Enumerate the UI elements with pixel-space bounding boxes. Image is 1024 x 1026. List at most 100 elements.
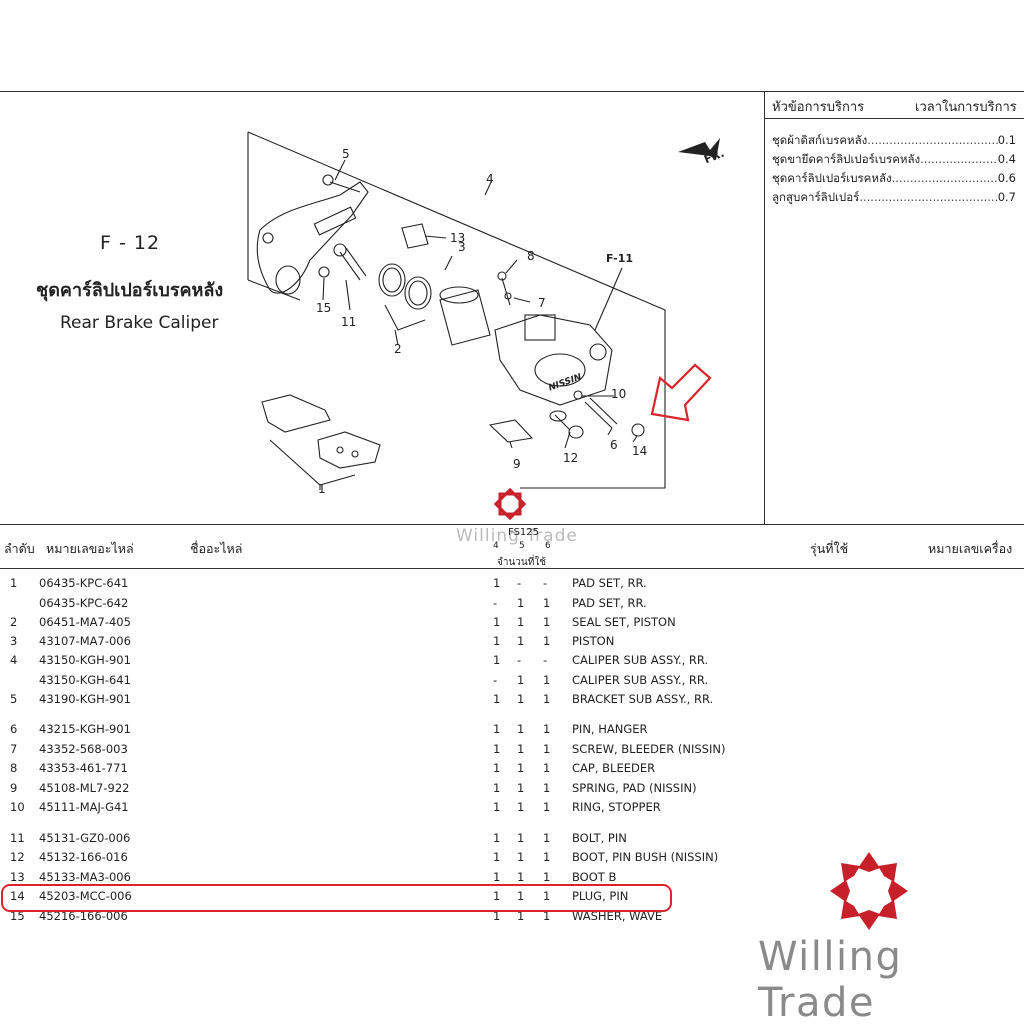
callout-9: 9 [513,457,521,471]
callout-2: 2 [394,342,402,356]
diagram-bottom-border [0,524,1024,525]
row-qty-4: 1 [493,742,501,756]
exploded-parts-diagram [247,131,720,490]
service-header-rule [764,118,1024,119]
row-qty-4: 1 [493,576,501,590]
row-qty-6: 1 [543,889,551,903]
row-part-name-en: PAD SET, RR. [572,576,647,590]
row-qty-4: 1 [493,722,501,736]
row-qty-6: 1 [543,800,551,814]
table-row: 43150-KGH-641ชุดคาร์ลิปเปอร์เบรคหลัง-11C… [0,671,1024,690]
callout-6: 6 [610,438,618,452]
row-qty-6: 1 [543,761,551,775]
table-row: 343107-MA7-006ลูกสูบคาร์ลิปเปอร์111PISTO… [0,632,1024,651]
row-no: 8 [10,761,18,775]
col-no-header: ลำดับ [4,541,35,556]
row-qty-5: 1 [517,831,525,845]
row-part-name-en: SPRING, PAD (NISSIN) [572,781,697,795]
row-part-number: 43352-568-003 [39,742,128,756]
row-qty-6: 1 [543,870,551,884]
model-sub-6: 6 [545,541,551,551]
row-part-number: 43150-KGH-901 [39,653,131,667]
service-header-time: เวลาในการบริการ [915,100,1017,115]
row-qty-5: 1 [517,596,525,610]
row-no: 14 [10,889,25,903]
row-part-name-en: PAD SET, RR. [572,596,647,610]
row-part-number: 45111-MAJ-G41 [39,800,129,814]
col-model-header: รุ่นที่ใช้ [810,541,849,556]
row-part-number: 43215-KGH-901 [39,722,131,736]
row-qty-5: 1 [517,742,525,756]
row-qty-4: 1 [493,781,501,795]
service-divider [764,91,765,525]
row-qty-6: 1 [543,692,551,706]
table-row: 206451-MA7-405ชุดซีลลูกสูบคาร์ลิปเปอร์11… [0,613,1024,632]
row-qty-6: 1 [543,615,551,629]
row-qty-6: - [543,576,548,590]
ref-label: F-11 [606,252,634,265]
row-no: 4 [10,653,18,667]
row-qty-5: 1 [517,615,525,629]
row-qty-4: 1 [493,634,501,648]
brand-name: Willing Trade [758,934,903,1026]
col-engine-header: หมายเลขเครื่อง [928,541,1013,556]
row-no: 7 [10,742,18,756]
row-part-number: 43150-KGH-641 [39,673,131,687]
row-qty-5: 1 [517,673,525,687]
col-qty-header: จำนวนที่ใช้ [497,557,547,568]
table-row: 1445203-MCC-006จุกปิดสลักยึดผ้าดิสก์เบรค… [0,887,1024,906]
row-part-number: 45132-166-016 [39,850,128,864]
table-row: 843353-461-771จุกปิดสกรูไล่ลมเบรค111CAP,… [0,759,1024,778]
row-qty-5: - [517,653,522,667]
row-qty-6: 1 [543,781,551,795]
callout-5: 5 [342,147,350,161]
callout-10: 10 [611,387,627,401]
watermark-logo-small [493,487,527,521]
row-part-name-en: WASHER, WAVE [572,909,663,923]
row-qty-5: 1 [517,781,525,795]
row-part-name-en: BOOT B [572,870,617,884]
row-no: 5 [10,692,18,706]
row-qty-5: 1 [517,870,525,884]
row-no: 15 [10,909,25,923]
row-qty-6: 1 [543,634,551,648]
row-qty-6: 1 [543,831,551,845]
row-no: 3 [10,634,18,648]
row-part-name-en: PISTON [572,634,615,648]
row-qty-4: 1 [493,889,501,903]
row-part-number: 06435-KPC-641 [39,576,129,590]
col-part-header: หมายเลขอะไหล่ [46,541,134,556]
callout-7: 7 [538,296,546,310]
row-qty-4: 1 [493,909,501,923]
row-qty-5: 1 [517,889,525,903]
row-part-number: 45203-MCC-006 [39,889,132,903]
table-row: 543190-KGH-901ชุดขายึดคาร์ลิปเปอร์เบรคหล… [0,690,1024,709]
figure-code: F - 12 [100,232,161,254]
row-part-number: 43353-461-771 [39,761,128,775]
row-qty-4: - [493,673,498,687]
brand-logo [830,852,908,930]
service-item: ลูกสูบคาร์ลิปเปอร์0.7 [772,188,1016,207]
service-item: ชุดผ้าดิสก์เบรคหลัง0.1 [772,131,1016,150]
table-header-rule [0,568,1024,569]
row-part-name-en: PLUG, PIN [572,889,629,903]
model-sub-4: 4 [493,541,499,551]
row-qty-4: 1 [493,850,501,864]
row-no: 9 [10,781,18,795]
callout-3: 3 [458,240,466,254]
row-qty-5: 1 [517,909,525,923]
row-qty-4: 1 [493,831,501,845]
row-part-number: 06435-KPC-642 [39,596,129,610]
callout-13: 13 [450,231,466,245]
row-part-number: 45133-MA3-006 [39,870,131,884]
row-qty-5: 1 [517,850,525,864]
row-part-number: 45216-166-006 [39,909,128,923]
row-qty-5: 1 [517,761,525,775]
callout-8: 8 [527,249,535,263]
